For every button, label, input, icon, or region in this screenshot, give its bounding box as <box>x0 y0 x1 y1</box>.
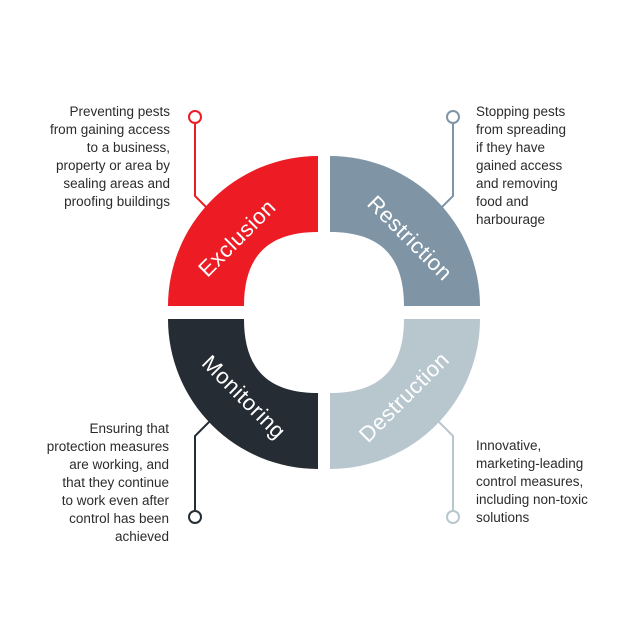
restriction-segment <box>330 156 480 306</box>
monitoring-segment <box>168 319 318 469</box>
restriction-description: Stopping pests from spreading if they ha… <box>476 104 567 227</box>
restriction-connector <box>439 110 460 210</box>
exclusion-description: Preventing pests from gaining access to … <box>49 104 170 209</box>
exclusion-connector <box>188 110 209 210</box>
monitoring-connector <box>188 420 211 524</box>
monitoring-description: Ensuring that protection measures are wo… <box>46 421 169 544</box>
destruction-description: Innovative, marketing-leading control me… <box>476 438 588 525</box>
destruction-segment <box>330 319 480 469</box>
exclusion-segment <box>168 156 318 306</box>
destruction-connector <box>437 420 460 524</box>
